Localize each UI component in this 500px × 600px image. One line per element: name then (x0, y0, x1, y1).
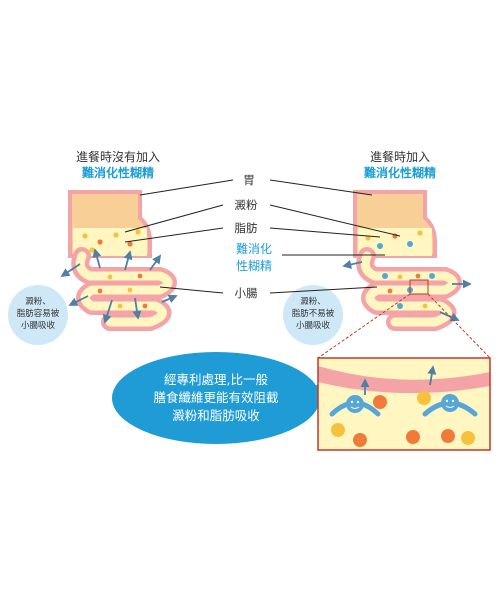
label-small-intestine: 小腸 (235, 286, 258, 300)
right-bubble-line-2: 脂肪不易被 (292, 308, 335, 319)
dextrin-character-right (422, 394, 478, 417)
right-bubble-line-1: 澱粉、 (300, 296, 326, 307)
dextrin-character-left (329, 395, 381, 417)
left-digestive-illustration: 澱粉、 脂肪容易被 小腸吸收 (8, 190, 178, 345)
callout-bubble (112, 352, 320, 444)
left-nutrient-dots (82, 229, 148, 309)
zoom-panel (317, 293, 491, 451)
left-heading-line-1: 進餐時沒有加入 (76, 149, 160, 164)
label-dextrin-line-2: 性糊精 (236, 258, 272, 273)
zoom-panel-border (317, 357, 491, 451)
label-dextrin-line-1: 難消化 (236, 241, 272, 256)
leader-lines (124, 179, 401, 294)
left-bubble-line-3: 小腸吸收 (21, 320, 56, 331)
zoom-arrows (360, 365, 437, 395)
left-bubble (8, 285, 68, 345)
zoom-source-box (409, 279, 429, 295)
callout-line-2: 膳食纖維更能有效阻截 (153, 390, 278, 405)
callout: 經專利處理,比一般 膳食纖維更能有效阻截 澱粉和脂肪吸收 (112, 352, 330, 444)
right-heading-line-2: 難消化性糊精 (364, 165, 436, 180)
right-nutrient-dots (365, 230, 435, 309)
label-starch: 澱粉 (235, 198, 258, 212)
left-bubble-line-1: 澱粉、 (25, 296, 51, 307)
label-fat: 脂肪 (235, 221, 258, 235)
callout-line-1: 經專利處理,比一般 (164, 372, 268, 387)
left-bubble-line-2: 脂肪容易被 (17, 308, 60, 319)
label-stomach: 胃 (243, 173, 255, 187)
callout-line-3: 澱粉和脂肪吸收 (172, 408, 260, 423)
left-absorption-arrows (60, 248, 178, 324)
right-heading-line-1: 進餐時加入 (370, 149, 430, 164)
right-digestive-illustration: 澱粉、 脂肪不易被 小腸吸收 (283, 190, 472, 345)
right-bubble-line-3: 小腸吸收 (296, 320, 331, 331)
right-bubble (283, 285, 343, 345)
zoom-nutrient-dots (331, 391, 475, 447)
left-heading-line-2: 難消化性糊精 (82, 165, 154, 180)
